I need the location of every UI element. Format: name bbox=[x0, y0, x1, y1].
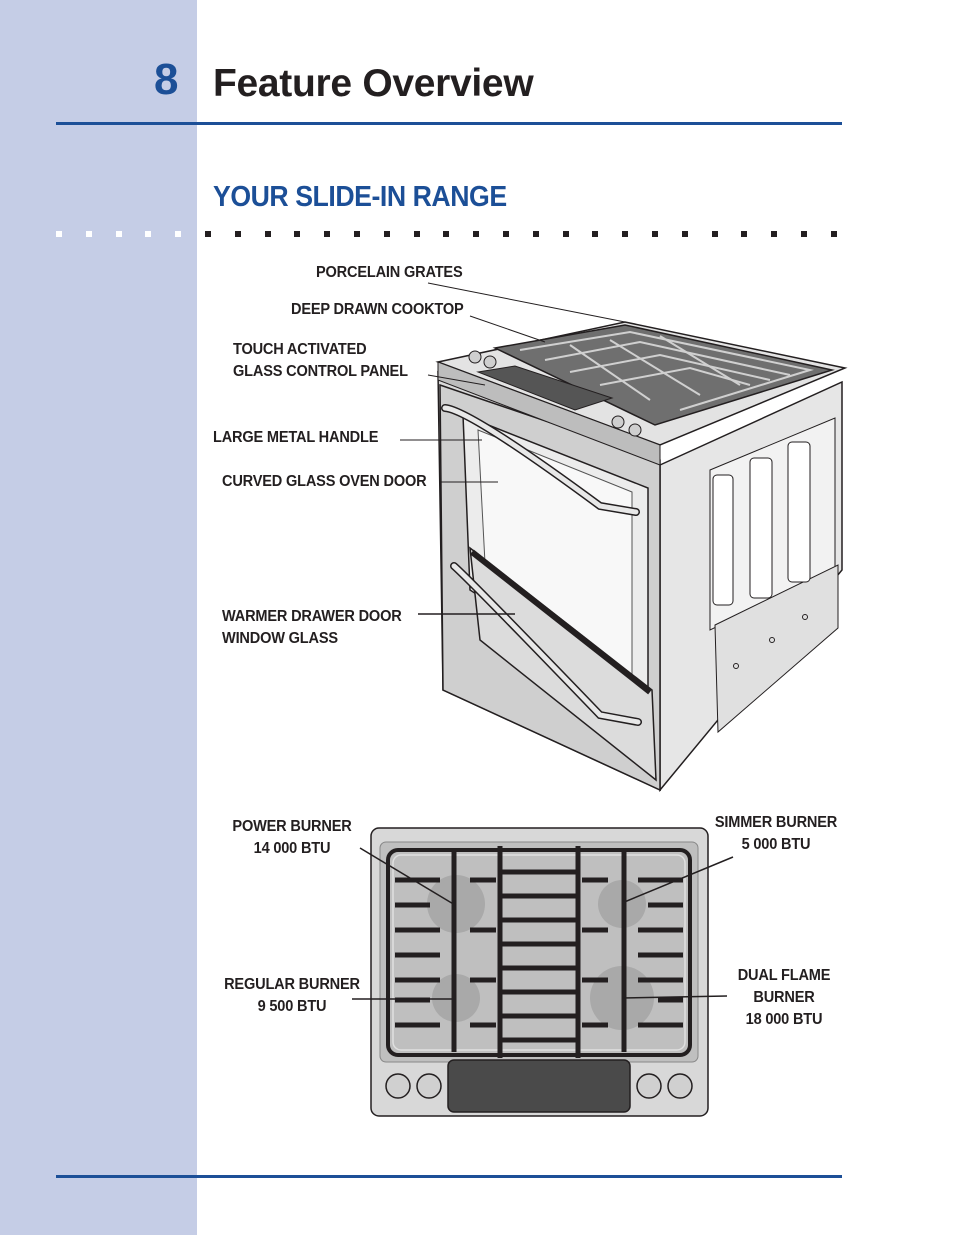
dotted-divider bbox=[56, 231, 846, 239]
divider-dot bbox=[234, 231, 241, 237]
page-title: Feature Overview bbox=[213, 62, 534, 105]
dual-flame-burner-btu: 18 000 BTU bbox=[745, 1011, 823, 1028]
divider-dot bbox=[413, 231, 420, 237]
page-number: 8 bbox=[154, 55, 179, 104]
callout-dual-flame-burner: DUAL FLAME BURNER 18 000 BTU bbox=[718, 965, 850, 1031]
callout-glass-control-panel: TOUCH ACTIVATED GLASS CONTROL PANEL bbox=[233, 339, 408, 383]
divider-dot bbox=[85, 231, 92, 237]
power-burner-btu: 14 000 BTU bbox=[253, 840, 331, 857]
callout-glass-control-panel-line2: GLASS CONTROL PANEL bbox=[233, 363, 408, 380]
regular-burner-name: REGULAR BURNER bbox=[224, 976, 360, 993]
divider-dot bbox=[205, 231, 211, 237]
divider-dot bbox=[294, 231, 301, 237]
divider-dot bbox=[622, 231, 629, 237]
divider-dot bbox=[681, 231, 688, 237]
simmer-burner-name: SIMMER BURNER bbox=[714, 814, 838, 831]
simmer-burner-btu: 5 000 BTU bbox=[741, 836, 811, 853]
divider-dot bbox=[324, 231, 331, 237]
divider-dot bbox=[383, 231, 390, 237]
dual-flame-burner-line1: DUAL FLAME bbox=[737, 967, 831, 984]
side-band bbox=[0, 0, 197, 1235]
callout-warmer-line2: WINDOW GLASS bbox=[222, 630, 338, 647]
divider-dot bbox=[56, 231, 62, 237]
callout-regular-burner: REGULAR BURNER 9 500 BTU bbox=[217, 974, 367, 1018]
callout-porcelain-grates: PORCELAIN GRATES bbox=[316, 264, 463, 281]
divider-dot bbox=[592, 231, 599, 237]
divider-dot bbox=[503, 231, 509, 237]
divider-dot bbox=[562, 231, 569, 237]
callout-simmer-burner: SIMMER BURNER 5 000 BTU bbox=[710, 812, 842, 856]
callout-deep-drawn-cooktop: DEEP DRAWN COOKTOP bbox=[291, 301, 464, 318]
divider-dot bbox=[115, 231, 122, 237]
divider-dot bbox=[264, 231, 271, 237]
callout-warmer-line1: WARMER DRAWER DOOR bbox=[222, 608, 402, 625]
divider-dot bbox=[741, 231, 748, 237]
section-title: YOUR SLIDE-IN RANGE bbox=[213, 181, 507, 213]
callout-glass-control-panel-line1: TOUCH ACTIVATED bbox=[233, 341, 367, 358]
callout-curved-glass-oven-door: CURVED GLASS OVEN DOOR bbox=[222, 473, 427, 490]
divider-dot bbox=[771, 231, 778, 237]
header-rule bbox=[56, 122, 842, 125]
divider-dot bbox=[145, 231, 152, 237]
callout-large-metal-handle: LARGE METAL HANDLE bbox=[213, 429, 379, 446]
divider-dot bbox=[473, 231, 480, 237]
regular-burner-btu: 9 500 BTU bbox=[257, 998, 327, 1015]
power-burner-name: POWER BURNER bbox=[232, 818, 352, 835]
divider-dot bbox=[443, 231, 450, 237]
divider-dot bbox=[801, 231, 807, 237]
divider-dot bbox=[652, 231, 658, 237]
divider-dot bbox=[711, 231, 718, 237]
divider-dot bbox=[830, 231, 837, 237]
divider-dot bbox=[532, 231, 539, 237]
callout-power-burner: POWER BURNER 14 000 BTU bbox=[226, 816, 358, 860]
divider-dot bbox=[354, 231, 360, 237]
divider-dot bbox=[175, 231, 182, 237]
footer-rule bbox=[56, 1175, 842, 1178]
dual-flame-burner-line2: BURNER bbox=[753, 989, 815, 1006]
callout-warmer-drawer-glass: WARMER DRAWER DOOR WINDOW GLASS bbox=[222, 606, 402, 650]
